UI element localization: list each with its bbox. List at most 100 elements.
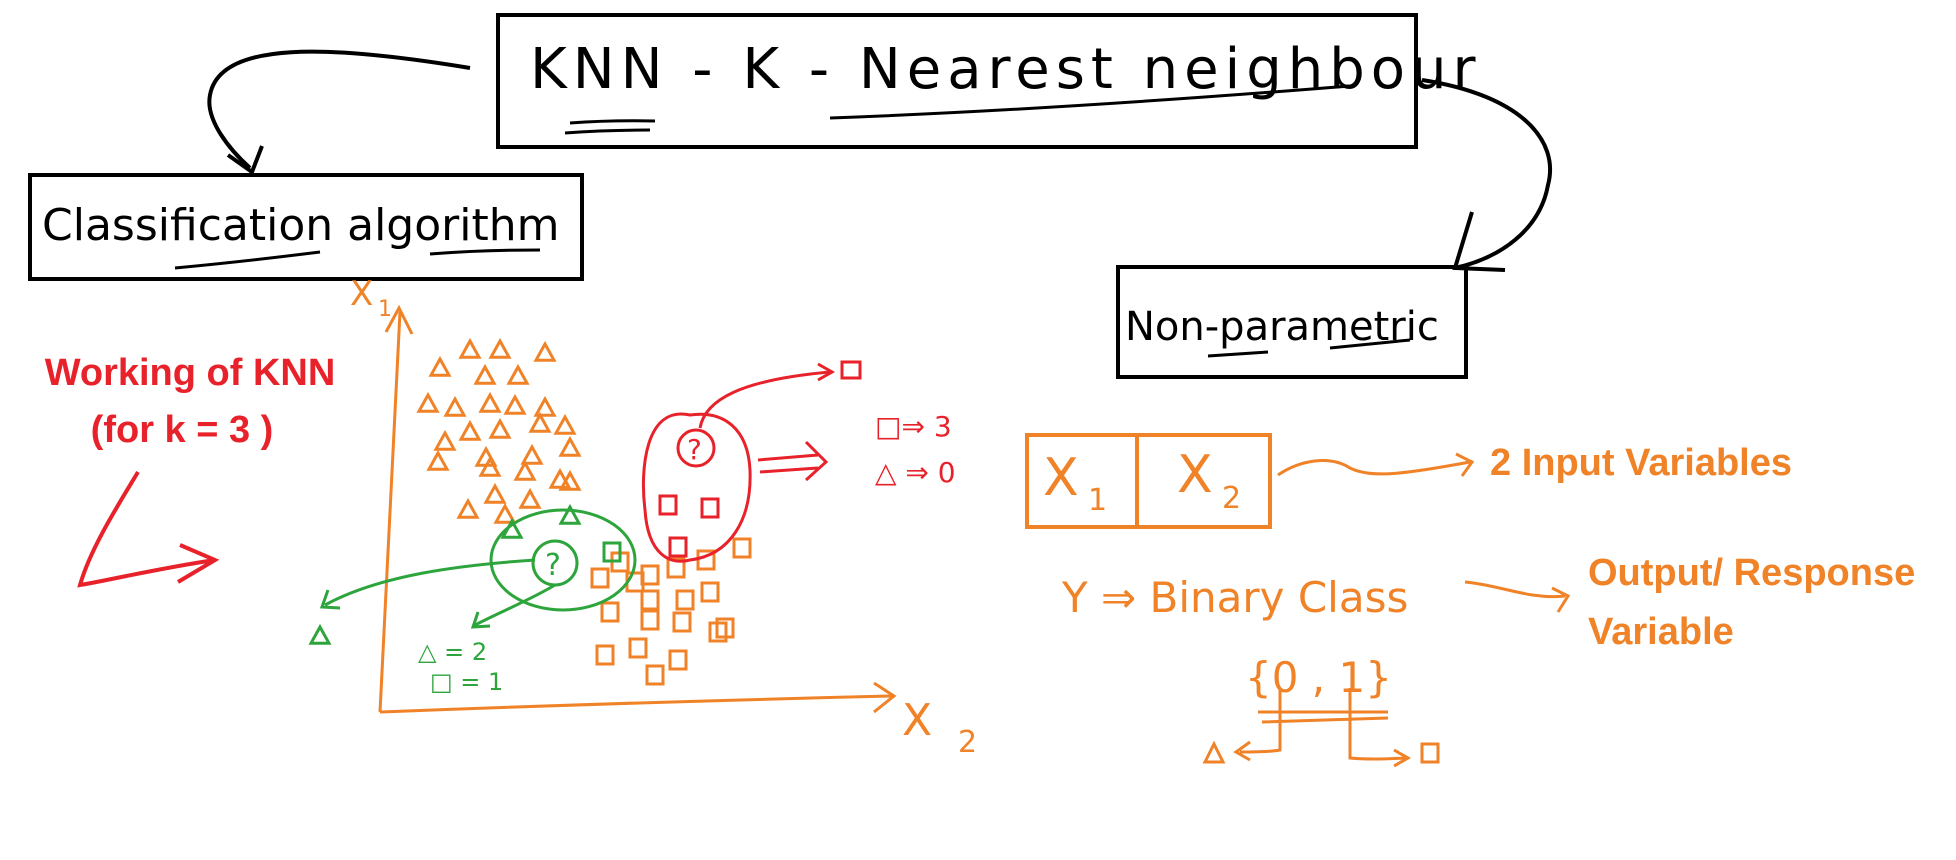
input-variables-label: 2 Input Variables: [1490, 442, 1792, 484]
input-x2-label: X: [1177, 445, 1213, 505]
title-underline: [564, 84, 1351, 135]
y-axis-arrowhead: [384, 304, 414, 335]
scatter-markers: [308, 337, 752, 686]
triangle-marker: [558, 503, 582, 525]
triangle-marker: [416, 391, 440, 413]
title-text: KNN - K - Nearest neighbour: [530, 37, 1482, 102]
working-pointer-arrowhead: [176, 543, 220, 584]
red-result-triangles: △ ⇒ 0: [875, 456, 956, 489]
square-marker: [640, 564, 660, 586]
input-x1-label: X: [1043, 448, 1079, 508]
square-marker: [732, 537, 752, 559]
output-arrowhead: [1551, 586, 1571, 613]
green-result-triangles: △ = 2: [418, 638, 487, 666]
triangle-marker: [478, 391, 502, 413]
square-marker: [640, 589, 660, 611]
green-query-mark: ?: [545, 548, 561, 583]
green-arrowhead-triangle: [319, 589, 341, 610]
working-heading-line1: Working of KNN: [45, 352, 336, 394]
square-marker: [640, 609, 660, 631]
triangle-marker: [533, 340, 557, 362]
triangle-marker: [518, 487, 542, 509]
square-marker: [602, 541, 622, 563]
x-axis-arrowhead: [873, 681, 897, 714]
square-marker: [672, 611, 692, 633]
square-marker: [590, 567, 610, 589]
working-heading-line2: (for k = 3 ): [91, 409, 274, 451]
green-arrowhead-count: [470, 611, 491, 629]
green-result-squares: □ = 1: [430, 668, 503, 696]
triangle-marker: [558, 469, 582, 491]
output-arrow: [1464, 580, 1566, 599]
triangle-marker: [553, 413, 577, 435]
triangle-marker: [548, 467, 572, 489]
binary-set: {0 , 1}: [1245, 653, 1392, 702]
red-arrow-to-square: [698, 370, 831, 429]
square-marker: [666, 557, 686, 579]
arrowhead-classification: [226, 145, 264, 176]
triangle-marker: [503, 393, 527, 415]
input-box-x2: [1135, 433, 1272, 529]
triangle-marker: [443, 395, 467, 417]
green-arrow-to-triangle: [324, 558, 536, 607]
red-arrowhead-square: [817, 362, 836, 382]
red-result-squares: □⇒ 3: [875, 410, 952, 443]
green-neighbourhood-outline: [489, 508, 637, 612]
red-query-circle: [676, 428, 716, 468]
input-x1-sub: 1: [1088, 483, 1107, 518]
output-label-line2: Variable: [1588, 611, 1734, 653]
square-marker: [668, 536, 688, 558]
triangle-marker: [520, 443, 544, 465]
triangle-marker: [493, 502, 517, 524]
input-x2-sub: 2: [1222, 481, 1241, 516]
square-marker: [645, 664, 665, 686]
triangle-marker: [528, 411, 552, 433]
binary-square-marker: [1420, 742, 1440, 764]
square-marker: [658, 494, 678, 516]
triangle-marker: [483, 482, 507, 504]
square-marker: [700, 497, 720, 519]
x-axis-label: X: [902, 695, 932, 746]
triangle-marker: [458, 337, 482, 359]
red-double-arrow: [757, 440, 829, 482]
input-arrow: [1277, 459, 1471, 477]
triangle-marker: [458, 419, 482, 441]
triangle-marker: [428, 355, 452, 377]
triangle-marker: [533, 395, 557, 417]
square-marker: [668, 649, 688, 671]
classification-underline: [174, 248, 541, 270]
red-result-square-marker: [840, 360, 862, 380]
square-marker: [675, 589, 695, 611]
triangle-marker: [558, 435, 582, 457]
square-marker: [595, 644, 615, 666]
classification-text: Classification algorithm: [42, 200, 559, 251]
nonparametric-box: [1116, 265, 1468, 379]
binary-branches: [1239, 688, 1406, 761]
output-line: Y ⇒ Binary Class: [1061, 573, 1408, 622]
nonparametric-underline: [1207, 338, 1411, 358]
triangle-marker: [456, 497, 480, 519]
triangle-marker: [478, 455, 502, 477]
square-marker: [600, 601, 620, 623]
square-marker: [628, 637, 648, 659]
green-arrow-to-count: [474, 583, 556, 627]
y-axis-label-sub: 1: [378, 297, 392, 322]
y-axis-label: X: [350, 274, 373, 314]
triangle-marker: [513, 459, 537, 481]
arrow-to-nonparametric: [1421, 78, 1553, 270]
x-axis-label-sub: 2: [958, 725, 977, 760]
title-box: [496, 13, 1418, 149]
output-label-line1: Output/ Response: [1588, 552, 1915, 594]
triangle-marker: [488, 337, 512, 359]
square-marker: [700, 581, 720, 603]
working-pointer-arrow: [77, 470, 216, 588]
triangle-marker: [473, 363, 497, 385]
red-query-mark: ?: [687, 433, 702, 466]
triangle-marker: [506, 363, 530, 385]
x-axis: [379, 694, 893, 714]
arrow-to-classification: [207, 49, 471, 170]
y-axis: [378, 311, 402, 713]
binary-arrowhead-left: [1233, 740, 1251, 762]
input-arrowhead: [1455, 452, 1475, 477]
